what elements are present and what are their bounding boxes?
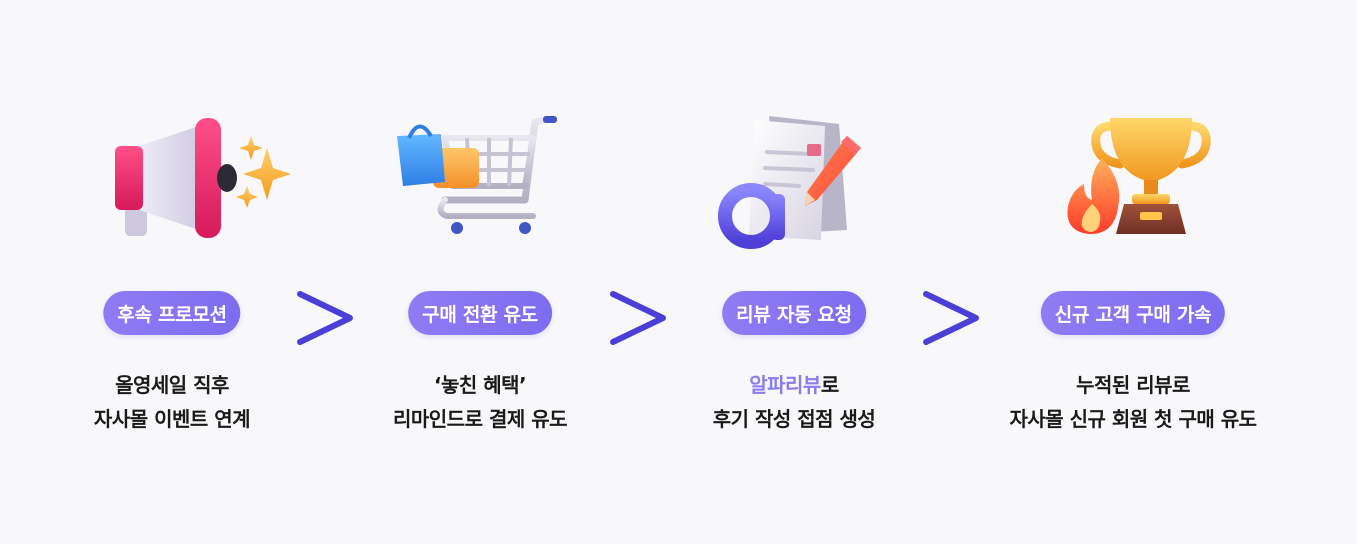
step-3-desc-line1-rest: 로 bbox=[820, 373, 839, 397]
step-3-description: 알파리뷰로 후기 작성 접점 생성 bbox=[644, 368, 944, 436]
megaphone-icon bbox=[67, 108, 291, 258]
step-2-description: ‘놓친 혜택’ 리마인드로 결제 유도 bbox=[330, 368, 630, 436]
chevron-right-icon bbox=[297, 291, 353, 345]
step-1-description: 올영세일 직후 자사몰 이벤트 연계 bbox=[22, 368, 322, 436]
step-4-desc-line2: 자사몰 신규 회원 첫 구매 유도 bbox=[1009, 407, 1257, 431]
step-4-label-pill: 신규 고객 구매 가속 bbox=[1040, 291, 1226, 335]
step-2-desc-line1: ‘놓친 혜택’ bbox=[433, 373, 527, 397]
step-3-label-pill: 리뷰 자동 요청 bbox=[722, 291, 866, 335]
step-2-desc-line2: 리마인드로 결제 유도 bbox=[392, 407, 568, 431]
trophy-icon bbox=[1028, 108, 1238, 258]
step-3-desc-line2: 후기 작성 접점 생성 bbox=[712, 407, 876, 431]
shopping-cart-icon bbox=[375, 108, 585, 258]
step-4-description: 누적된 리뷰로 자사몰 신규 회원 첫 구매 유도 bbox=[983, 368, 1283, 436]
chevron-right-icon bbox=[923, 291, 979, 345]
chevron-right-icon bbox=[610, 291, 666, 345]
review-document-icon bbox=[689, 108, 899, 258]
step-3-desc-line1: 알파리뷰로 bbox=[644, 368, 944, 402]
step-4-desc-line1: 누적된 리뷰로 bbox=[1076, 373, 1190, 397]
step-2-label-pill: 구매 전환 유도 bbox=[408, 291, 552, 335]
brand-name-highlight: 알파리뷰 bbox=[749, 373, 821, 397]
step-1-desc-line1: 올영세일 직후 bbox=[115, 373, 229, 397]
step-1-label-pill: 후속 프로모션 bbox=[103, 291, 241, 335]
step-1-desc-line2: 자사몰 이벤트 연계 bbox=[93, 407, 251, 431]
